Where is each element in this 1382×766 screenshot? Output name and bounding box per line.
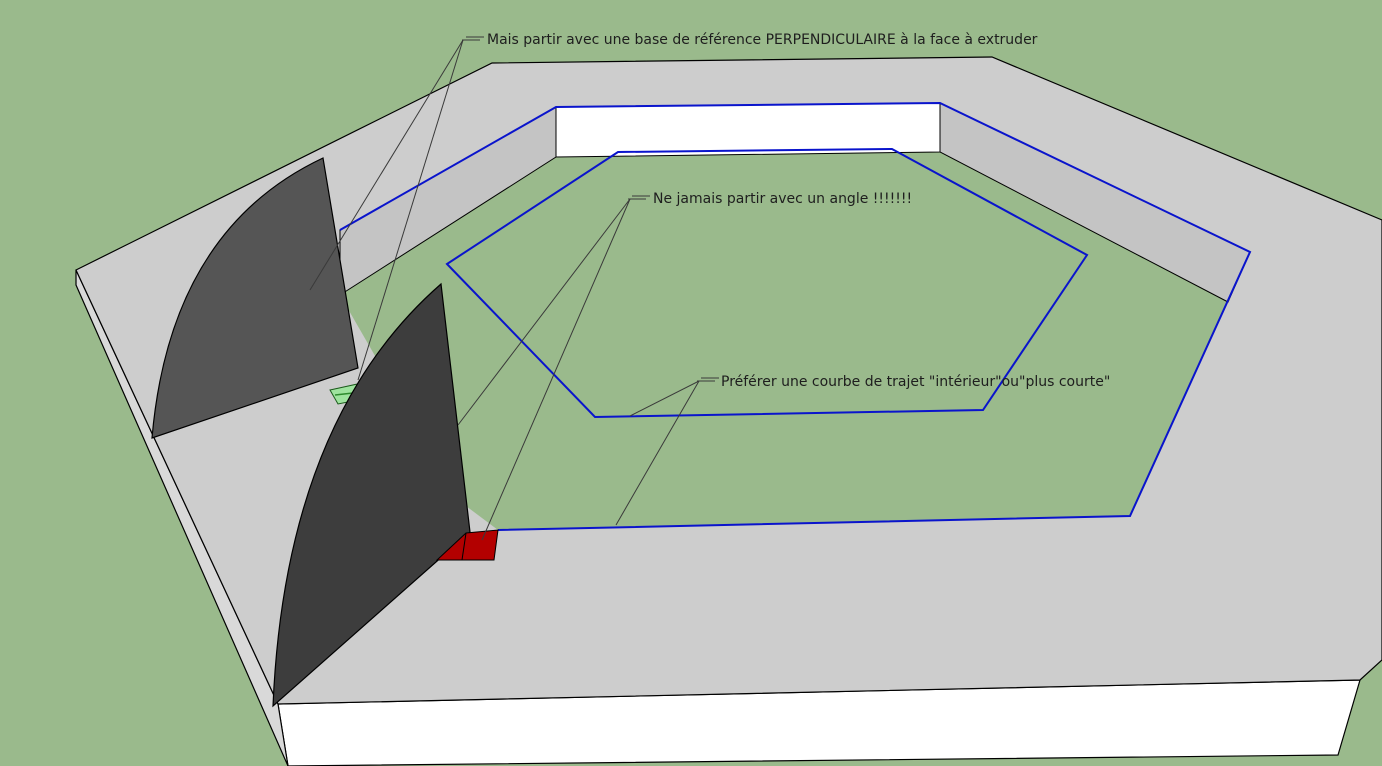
annotation-prefer-inner: Préférer une courbe de trajet "intérieur… [721,374,1110,390]
outer-path-line[interactable] [339,101,1252,531]
pocket-floor[interactable] [340,152,1228,530]
start-marker-seam [461,532,467,561]
annotation-never-angle: Ne jamais partir avec un angle !!!!!!! [653,191,912,207]
profile-face-front[interactable] [272,282,471,708]
profile-face-back[interactable] [151,157,359,439]
annotation-perpendicular-base: Mais partir avec une base de référence P… [487,32,1038,48]
annotation-inner-path-leaders [615,377,719,526]
annotation-perpendicular-leaders [309,36,484,381]
inner-hexagon-path[interactable] [445,147,1089,419]
annotation-angle-leaders [457,195,650,541]
